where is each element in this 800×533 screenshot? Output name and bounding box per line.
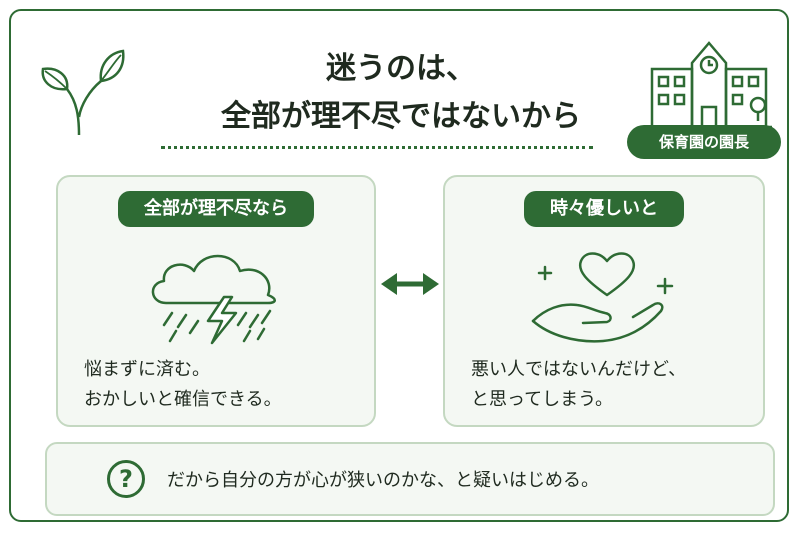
bottom-text: だから自分の方が心が狭いのかな、と疑いはじめる。 (167, 470, 599, 491)
bottom-panel: ? だから自分の方が心が狭いのかな、と疑いはじめる。 (45, 442, 775, 516)
sprout-icon (41, 49, 125, 136)
left-card-text: 悩まずに済む。 おかしいと確信できる。 (84, 355, 282, 415)
title-line-1: 迷うのは、 (326, 51, 476, 86)
double-arrow-icon (381, 273, 439, 295)
left-card-line-2: おかしいと確信できる。 (84, 389, 282, 410)
right-card-heading: 時々優しいと (524, 191, 684, 227)
storm-cloud-icon (151, 254, 276, 345)
left-card-heading: 全部が理不尽なら (118, 191, 314, 227)
title-line-2: 全部が理不尽ではないから (221, 99, 581, 134)
heart-in-hand-icon (531, 252, 674, 343)
left-card: 全部が理不尽なら 悩まずに済む。 おかしいと確信できる。 (56, 175, 376, 427)
right-card-line-2: と思ってしまう。 (471, 389, 614, 410)
school-building-icon (646, 41, 772, 129)
right-card: 時々優しいと 悪い人ではないんだけど、 と思ってしまう。 (443, 175, 765, 427)
question-icon: ? (107, 460, 145, 498)
right-card-text: 悪い人ではないんだけど、 と思ってしまう。 (471, 355, 686, 415)
role-badge: 保育園の園長 (627, 125, 781, 159)
dotted-divider (161, 146, 593, 149)
right-card-line-1: 悪い人ではないんだけど、 (471, 359, 687, 380)
left-card-line-1: 悩まずに済む。 (84, 359, 210, 380)
poster-frame: 迷うのは、 全部が理不尽ではないから 保育園の園長 全部が理不尽なら (9, 9, 789, 522)
